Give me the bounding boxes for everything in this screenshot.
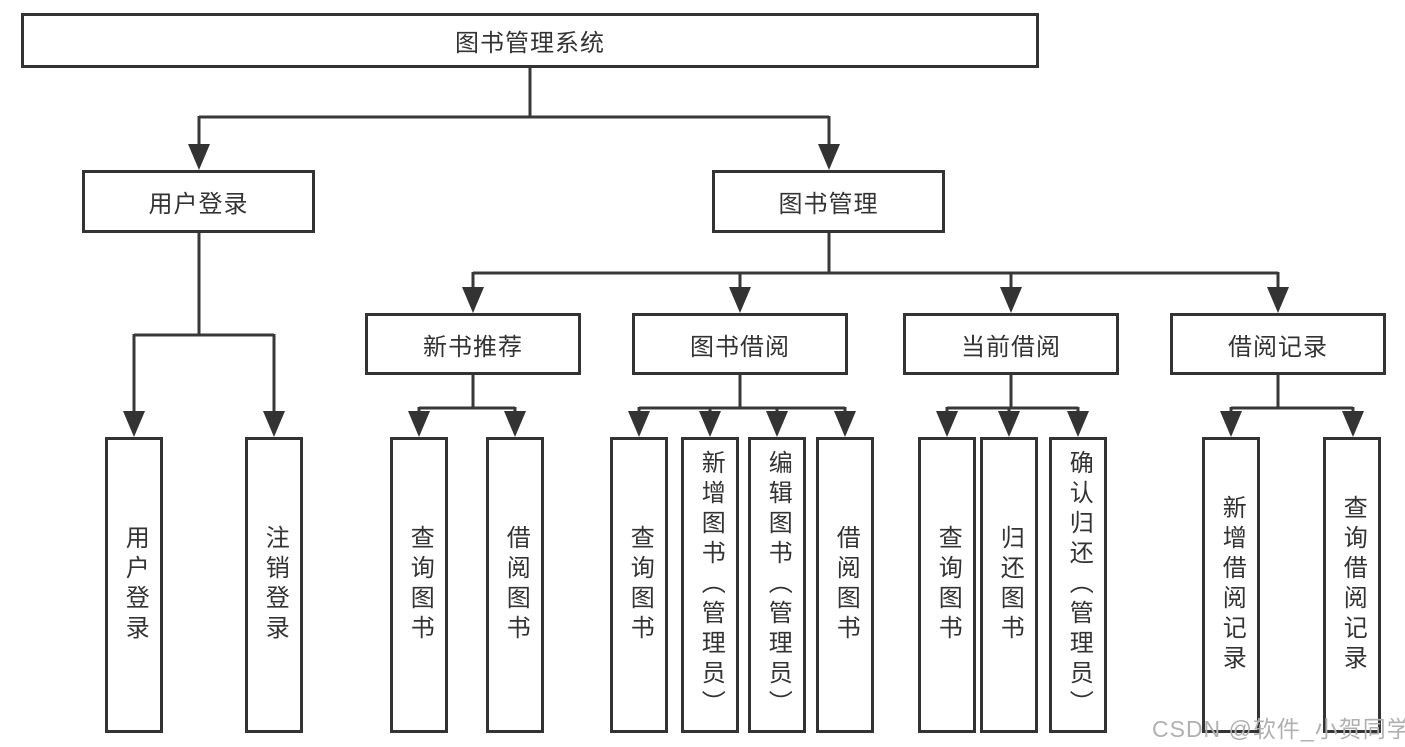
- arrow-down-icon: [699, 411, 721, 437]
- arrow-down-icon: [408, 411, 430, 437]
- node-library-system: 图书管理系统: [21, 13, 1039, 68]
- leaf-label: 查询借阅记录: [1339, 495, 1367, 675]
- arrow-down-icon: [936, 411, 958, 437]
- node-book-borrowing: 图书借阅: [632, 313, 848, 375]
- leaf-add-borrow-record: 新增借阅记录: [1202, 437, 1260, 733]
- arrow-down-icon: [188, 144, 210, 170]
- leaf-label: 确认归还（管理员）: [1065, 450, 1093, 720]
- arrow-down-icon: [462, 287, 484, 313]
- leaf-query-books-borrowing: 查询图书: [610, 437, 668, 733]
- connector-root: [188, 68, 840, 170]
- leaf-label: 编辑图书（管理员）: [764, 450, 792, 720]
- node-new-book-recommend: 新书推荐: [365, 313, 581, 375]
- leaf-label: 查询图书: [626, 525, 654, 645]
- connector-user-login: [123, 233, 285, 437]
- arrow-down-icon: [834, 411, 856, 437]
- leaf-label: 注销登录: [261, 525, 289, 645]
- leaf-label: 借阅图书: [502, 525, 530, 645]
- leaf-return-books: 归还图书: [980, 437, 1038, 733]
- leaf-add-books-admin: 新增图书（管理员）: [681, 437, 739, 733]
- node-user-login: 用户登录: [82, 170, 315, 233]
- leaf-query-borrow-record: 查询借阅记录: [1323, 437, 1381, 733]
- arrow-down-icon: [1342, 411, 1364, 437]
- arrow-down-icon: [766, 411, 788, 437]
- csdn-watermark: CSDN @软件_小贺同学: [1152, 716, 1405, 742]
- arrow-down-icon: [504, 411, 526, 437]
- leaf-label: 归还图书: [996, 525, 1024, 645]
- arrow-down-icon: [1000, 287, 1022, 313]
- leaf-label: 查询图书: [934, 525, 962, 645]
- leaf-logout-login: 注销登录: [245, 437, 303, 733]
- leaf-query-books-current: 查询图书: [918, 437, 976, 733]
- node-borrowing-records: 借阅记录: [1170, 313, 1386, 375]
- leaf-edit-books-admin: 编辑图书（管理员）: [748, 437, 806, 733]
- arrow-down-icon: [628, 411, 650, 437]
- arrow-down-icon: [1220, 411, 1242, 437]
- leaf-borrow-books-recommend: 借阅图书: [486, 437, 544, 733]
- leaf-query-books-recommend: 查询图书: [390, 437, 448, 733]
- node-current-borrowing: 当前借阅: [903, 313, 1119, 375]
- connector-book-borrowing: [628, 375, 856, 437]
- leaf-borrow-books-borrowing: 借阅图书: [816, 437, 874, 733]
- leaf-confirm-return-admin: 确认归还（管理员）: [1049, 437, 1107, 733]
- connector-current-borrowing: [936, 375, 1089, 437]
- arrow-down-icon: [1267, 287, 1289, 313]
- connector-book-management: [462, 233, 1289, 313]
- arrow-down-icon: [123, 411, 145, 437]
- arrow-down-icon: [729, 287, 751, 313]
- connector-borrowing-records: [1220, 375, 1364, 437]
- leaf-label: 用户登录: [121, 525, 149, 645]
- leaf-label: 查询图书: [406, 525, 434, 645]
- leaf-label: 新增借阅记录: [1218, 495, 1246, 675]
- arrow-down-icon: [1067, 411, 1089, 437]
- arrow-down-icon: [998, 411, 1020, 437]
- leaf-label: 新增图书（管理员）: [697, 450, 725, 720]
- arrow-down-icon: [263, 411, 285, 437]
- arrow-down-icon: [818, 144, 840, 170]
- connector-new-book-recommend: [408, 375, 526, 437]
- leaf-label: 借阅图书: [832, 525, 860, 645]
- leaf-user-login: 用户登录: [105, 437, 163, 733]
- node-book-management: 图书管理: [712, 170, 945, 233]
